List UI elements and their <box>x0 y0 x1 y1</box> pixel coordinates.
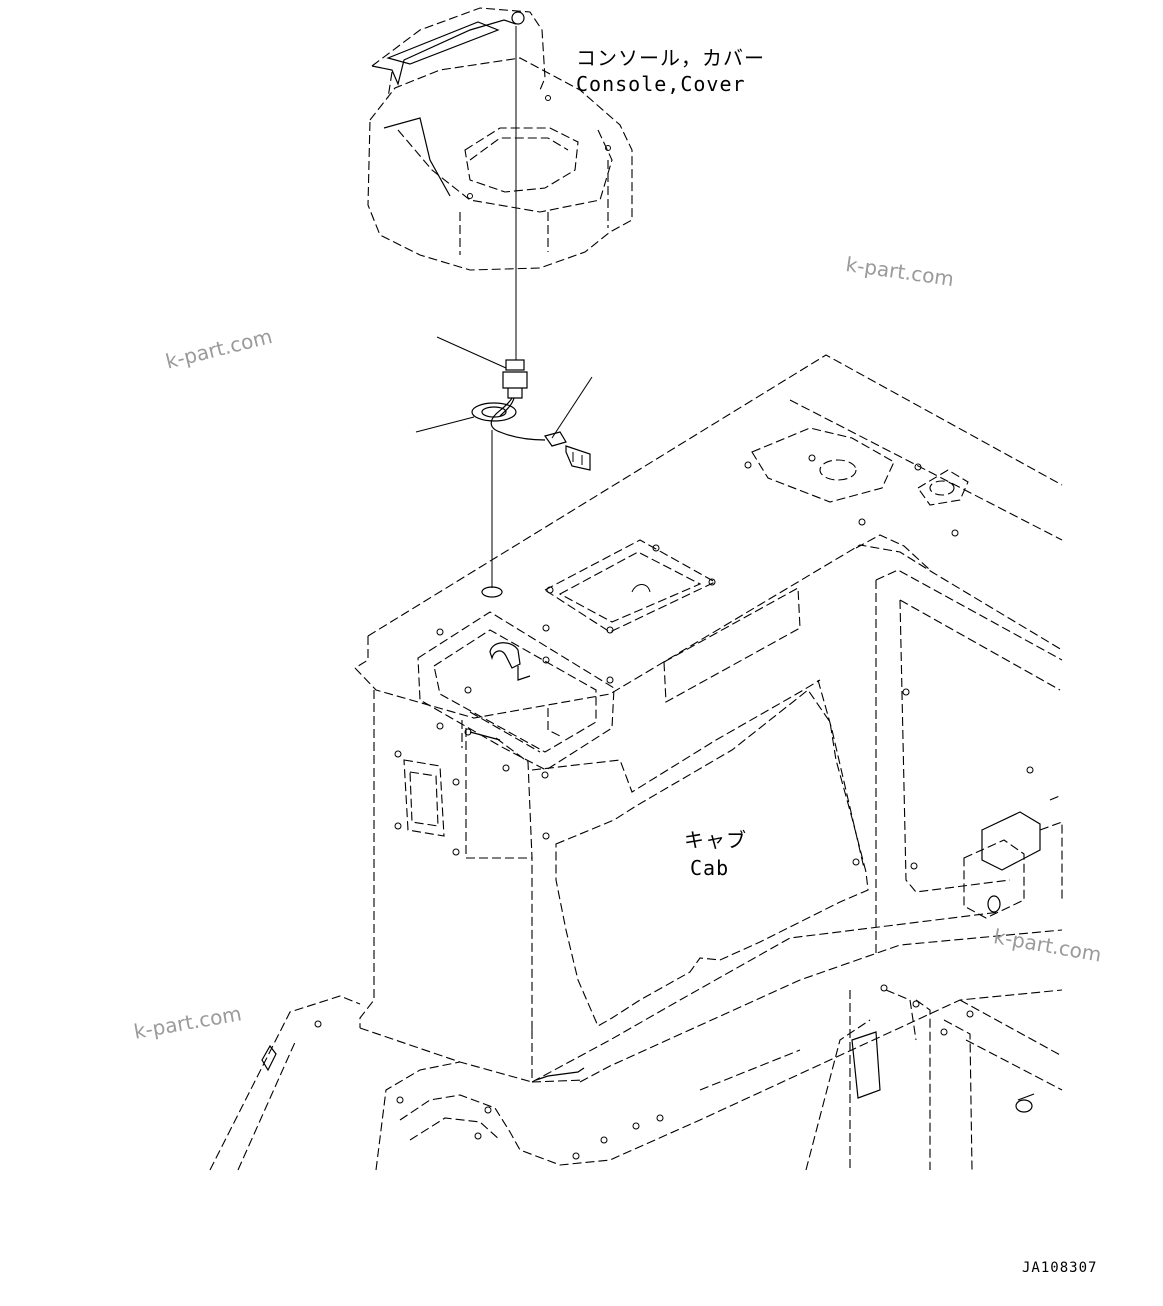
cab-label-jp: キャブ <box>684 828 747 852</box>
console-cover-label-jp: コンソール，カバー <box>576 46 765 70</box>
cab-structure <box>209 354 1063 1171</box>
console-cover <box>367 7 633 271</box>
console-cover-label-en: Console,Cover <box>576 72 746 96</box>
cab-label-en: Cab <box>690 856 730 880</box>
drawing-code: JA108307 <box>1022 1260 1098 1276</box>
switch-assembly <box>415 26 593 598</box>
